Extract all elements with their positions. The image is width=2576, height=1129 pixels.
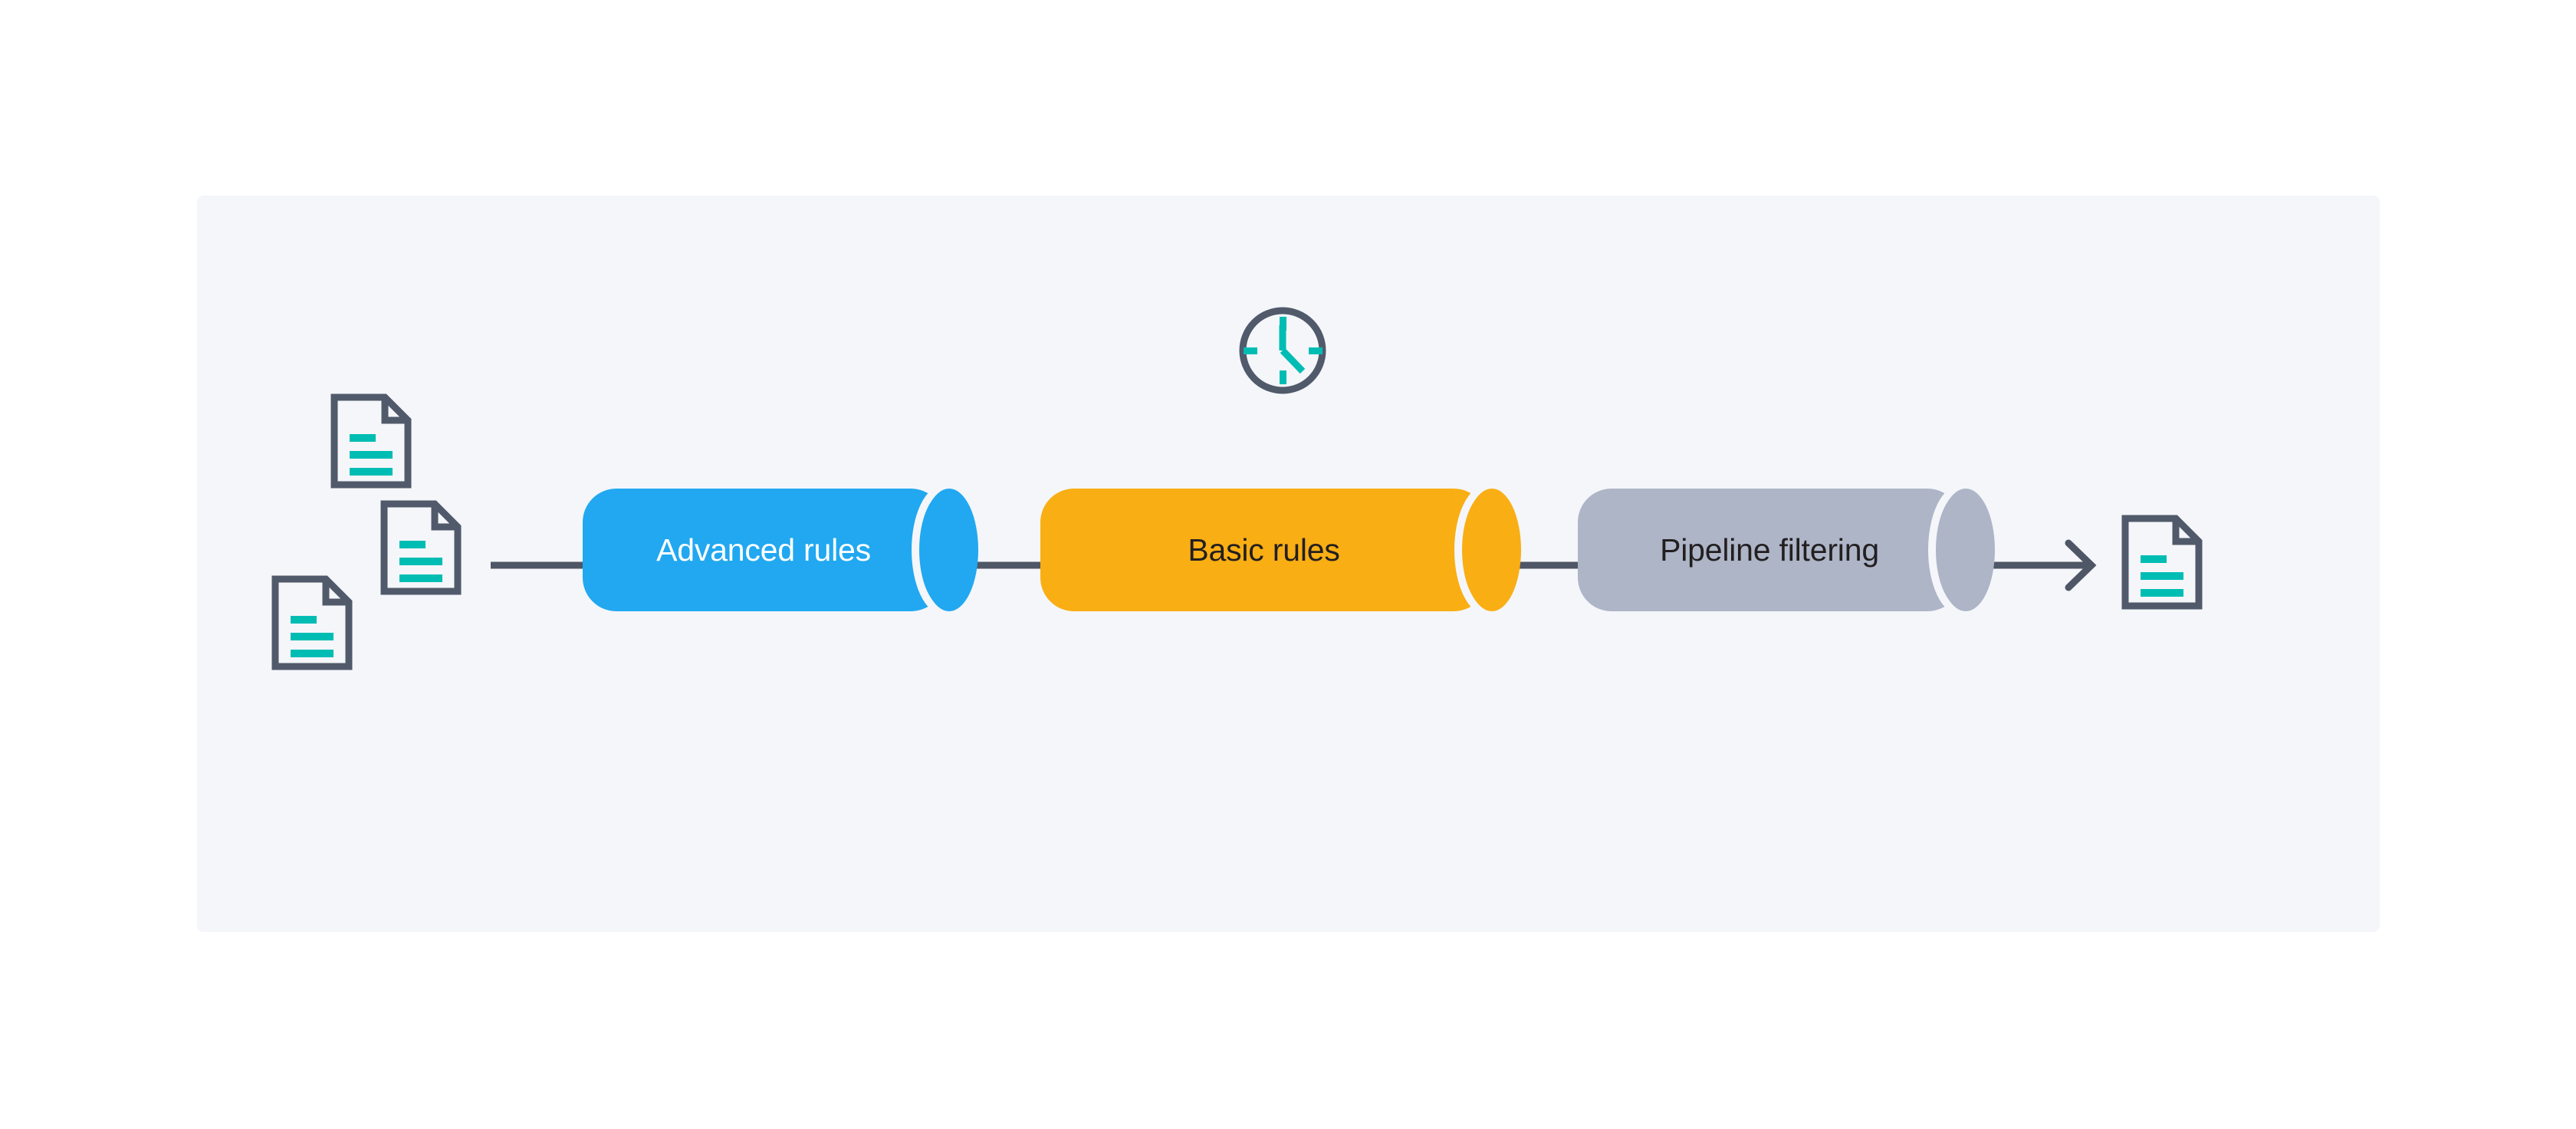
- cylinder-stage-icon: [1040, 489, 1487, 611]
- document-icon: [275, 579, 349, 667]
- arrow-right-icon: [2065, 539, 2097, 591]
- document-icon: [384, 504, 458, 591]
- clock-hour-hand: [1280, 347, 1306, 374]
- clock-tick-6: [1280, 370, 1286, 384]
- pipeline-stage-basic-rules[interactable]: [1040, 485, 1521, 615]
- input-documents-group: [275, 397, 458, 667]
- clock-tick-9: [1244, 347, 1257, 354]
- cylinder-stage-icon: [583, 489, 945, 611]
- cylinder-cap: [1937, 489, 1995, 611]
- clock-icon: [1239, 307, 1326, 394]
- output-documents-group: [2125, 518, 2199, 606]
- cylinder-stage-icon: [1578, 489, 1961, 611]
- document-icon: [334, 397, 408, 485]
- connector-group: [491, 539, 2097, 591]
- cylinder-cap: [920, 489, 978, 611]
- cylinder-cap: [1463, 489, 1521, 611]
- pipeline-stage-pipeline-filtering[interactable]: [1578, 485, 1995, 615]
- clock-tick-3: [1309, 347, 1322, 354]
- pipeline-stage-advanced-rules[interactable]: [583, 485, 978, 615]
- clock-tick-12: [1280, 317, 1286, 331]
- document-icon: [2125, 518, 2199, 606]
